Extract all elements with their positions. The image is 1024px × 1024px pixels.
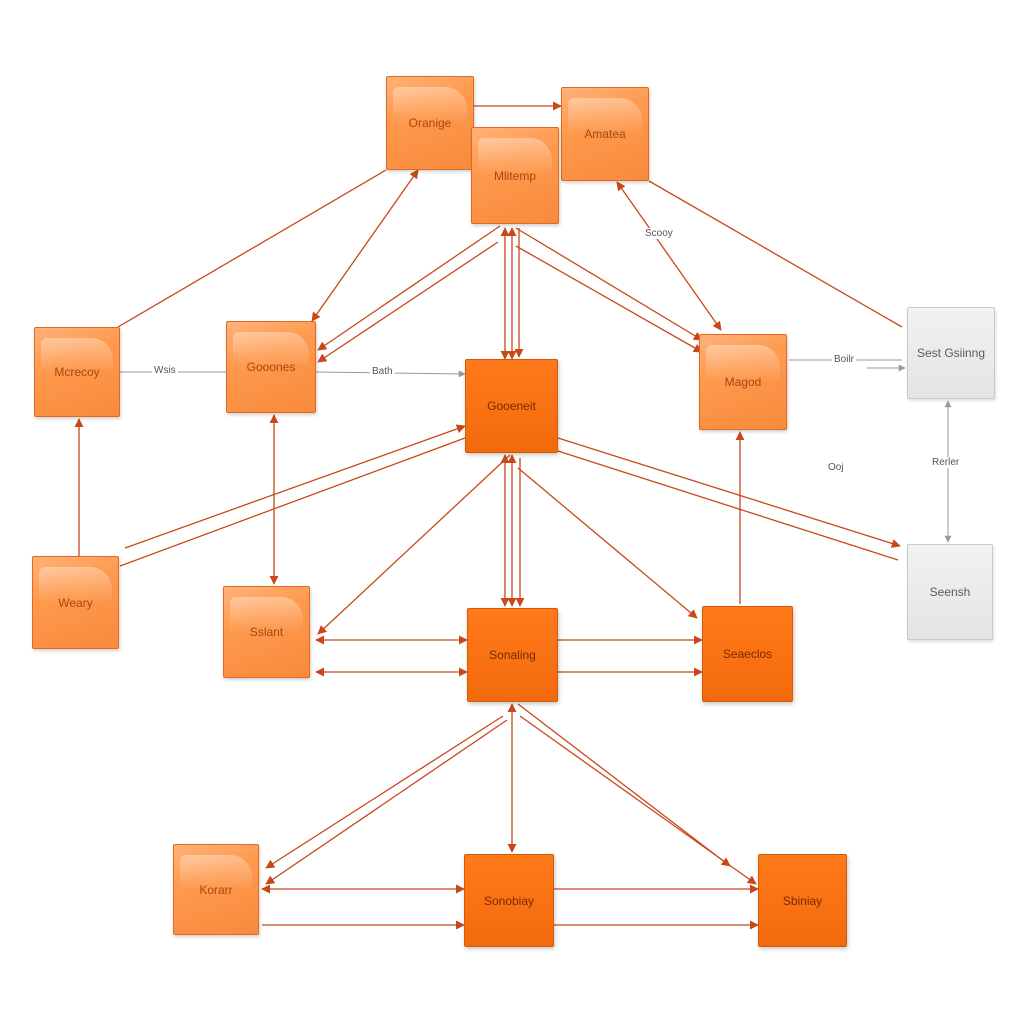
node-label: Oranige xyxy=(408,116,452,130)
node-sonaling[interactable]: Sonaling xyxy=(467,608,558,702)
edge-label-rerler: Rerler xyxy=(930,457,962,468)
node-magod[interactable]: Magod xyxy=(699,334,787,430)
connector-2 xyxy=(117,169,387,328)
node-label: Mlitemp xyxy=(493,168,536,183)
node-sbiniay[interactable]: Sbiniay xyxy=(758,854,847,947)
connector-18 xyxy=(124,424,466,549)
edge-label-ooj: Ooj xyxy=(826,462,846,473)
node-label: Sonaling xyxy=(489,648,536,662)
node-korarr[interactable]: Korarr xyxy=(173,844,259,935)
node-gooones[interactable]: Gooones xyxy=(226,321,316,413)
edge-label-bath: Bath xyxy=(370,366,395,377)
node-amatea[interactable]: Amatea xyxy=(561,87,649,181)
node-label: Amatea xyxy=(584,127,626,141)
connector-3 xyxy=(311,169,419,322)
node-label: Sonobiay xyxy=(483,893,535,908)
node-sest-gsiinng[interactable]: Sest Gsiinng xyxy=(907,307,995,399)
connector-12 xyxy=(515,245,703,353)
node-label: Sest Gsiinng xyxy=(916,346,986,360)
node-label: Sbiniay xyxy=(782,893,823,908)
edge-label-scooy: Scooy xyxy=(643,228,675,239)
node-label: Magod xyxy=(724,375,762,389)
node-label: Gooeneit xyxy=(487,399,536,413)
connector-11 xyxy=(515,227,703,341)
node-label: Gooones xyxy=(246,360,296,374)
node-mlitemp[interactable]: Mlitemp xyxy=(471,127,559,224)
node-sslant[interactable]: Sslant xyxy=(223,586,310,678)
connector-7 xyxy=(317,241,499,363)
node-label: Sslant xyxy=(249,625,284,639)
node-gooeneit[interactable]: Gooeneit xyxy=(465,359,558,453)
connector-37 xyxy=(517,703,731,867)
node-seensh[interactable]: Seensh xyxy=(907,544,993,640)
connector-6 xyxy=(317,225,501,351)
edge-label-wsis: Wsis xyxy=(152,365,178,376)
node-sonobiay[interactable]: Sonobiay xyxy=(464,854,554,947)
node-seaeclos[interactable]: Seaeclos xyxy=(702,606,793,702)
connector-19 xyxy=(119,437,466,567)
edge-label-boilr: Boilr xyxy=(832,354,857,365)
node-weary[interactable]: Weary xyxy=(32,556,119,649)
connector-21 xyxy=(557,437,901,548)
node-label: Weary xyxy=(58,595,93,610)
connector-38 xyxy=(519,715,757,885)
node-oranige[interactable]: Oranige xyxy=(386,76,474,170)
node-label: Korarr xyxy=(199,882,233,897)
connector-22 xyxy=(557,450,899,561)
connector-25 xyxy=(317,454,511,635)
connector-35 xyxy=(265,719,508,885)
connector-29 xyxy=(517,467,698,619)
node-label: Mcrecoy xyxy=(54,365,100,379)
node-label: Seensh xyxy=(929,585,971,599)
node-mcrecoy[interactable]: Mcrecoy xyxy=(34,327,120,417)
node-label: Seaeclos xyxy=(722,647,773,661)
connector-5 xyxy=(616,181,722,331)
connector-34 xyxy=(265,715,504,869)
connector-4 xyxy=(648,180,903,328)
